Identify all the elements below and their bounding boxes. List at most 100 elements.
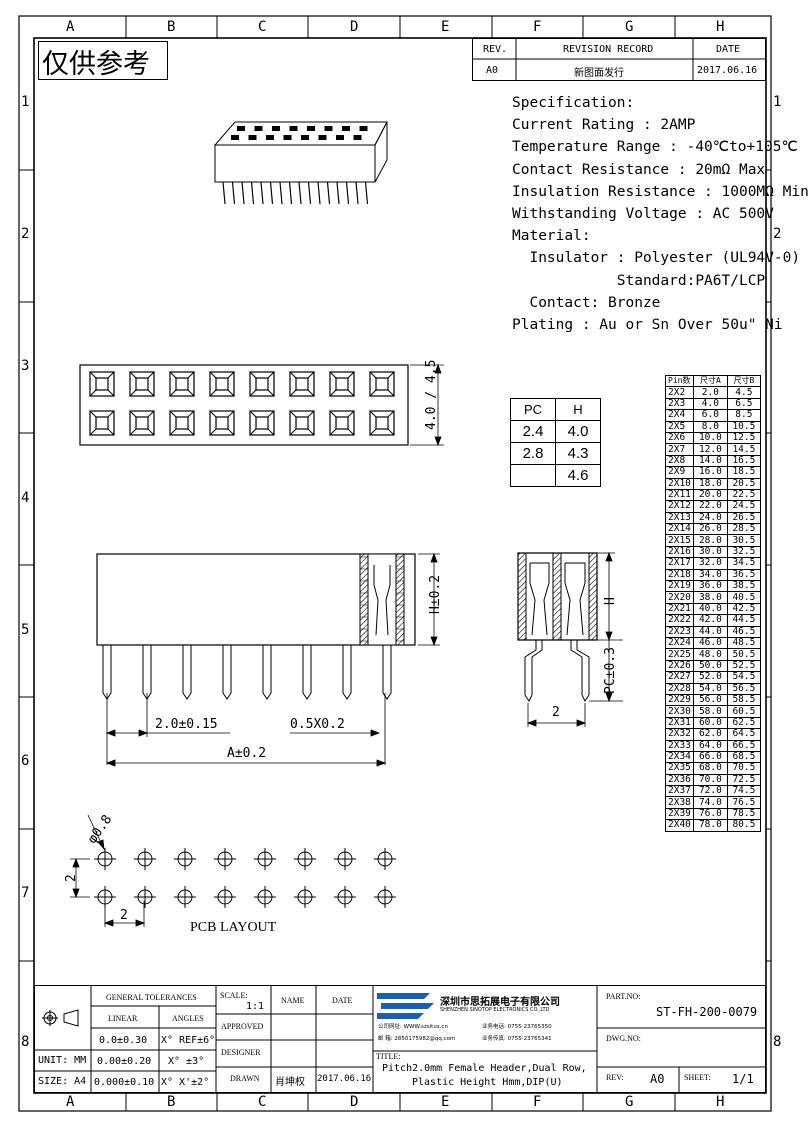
- dim-a-cell: 48.0: [692, 648, 728, 661]
- row-label: 1: [773, 94, 782, 110]
- dim-b-cell: 50.5: [726, 648, 761, 661]
- cell-chamfer-line: [387, 389, 395, 397]
- contact-cell-outer: [209, 371, 235, 397]
- dim-b-header: 尺寸B: [726, 374, 761, 388]
- spec-title: Specification:: [512, 95, 635, 111]
- dim-b-cell: 40.5: [726, 591, 761, 604]
- angle-tol-1: X° REF±6°: [161, 1035, 216, 1046]
- contact-cell-outer: [329, 410, 355, 436]
- rev-label: REV:: [606, 1073, 624, 1082]
- dim-b-cell: 8.5: [726, 409, 761, 422]
- rev-header: REV.: [483, 44, 508, 55]
- spec-material: Material:: [512, 228, 591, 245]
- dim-a-cell: 4.0: [692, 397, 728, 411]
- dim-a-cell: 70.0: [692, 773, 728, 787]
- cell-chamfer-line: [129, 389, 137, 397]
- pin-count-cell: 2X5: [665, 420, 694, 433]
- dim-b-cell: 54.5: [726, 671, 761, 684]
- iso-contact-cell: [336, 135, 344, 140]
- contact-cell-outer: [89, 410, 115, 436]
- drawn-label: DRAWN: [230, 1074, 260, 1083]
- pin-count-cell: 2X36: [665, 773, 694, 787]
- iso-pin: [307, 181, 312, 205]
- cell-chamfer-line: [249, 410, 257, 418]
- cell-chamfer-line: [227, 410, 235, 418]
- contact-cell-outer: [129, 371, 155, 397]
- col-label: H: [716, 19, 725, 35]
- pin-count-cell: 2X29: [665, 693, 694, 707]
- contact-cell-inner: [335, 416, 349, 430]
- contact-cell-outer: [289, 410, 315, 436]
- pin-count-cell: 2X16: [665, 545, 694, 559]
- cell-chamfer-line: [187, 389, 195, 397]
- spec-standard: Standard:PA6T/LCP: [512, 272, 766, 289]
- revision-date-value: 2017.06.16: [697, 65, 758, 76]
- cell-chamfer-line: [129, 410, 137, 418]
- spec-contact: Contact: Bronze: [512, 294, 661, 311]
- iso-contact-cell: [324, 126, 333, 131]
- dim-a-cell: 24.0: [692, 511, 728, 525]
- dim-a-cell: 74.0: [692, 796, 728, 809]
- date-header: DATE: [332, 996, 353, 1005]
- pin-count-cell: 2X33: [665, 739, 694, 752]
- contact-cell-outer: [169, 371, 195, 397]
- dim-a-cell: 32.0: [692, 557, 728, 570]
- pcb-hole: [254, 848, 276, 870]
- pin-count-cell: 2X22: [665, 614, 694, 627]
- cell-chamfer-line: [209, 428, 217, 436]
- iso-contact-cell: [254, 126, 263, 131]
- dim-b-cell: 66.5: [726, 739, 761, 752]
- pcb-layout-label: PCB LAYOUT: [190, 920, 277, 935]
- dim-b-cell: 78.5: [726, 807, 761, 821]
- dim-b-cell: 70.5: [726, 762, 761, 775]
- reference-stamp: [38, 41, 168, 80]
- cell-chamfer-line: [209, 410, 217, 418]
- pcb-vertical-pitch: 2: [64, 874, 79, 882]
- pin-count-cell: 2X13: [665, 511, 694, 525]
- spec-current: Current Rating : 2AMP: [512, 117, 696, 134]
- front-view: [96, 552, 440, 767]
- col-label: B: [167, 19, 176, 35]
- dim-b-cell: 20.5: [726, 477, 761, 490]
- part-number: ST-FH-200-0079: [656, 1005, 758, 1019]
- spec-temperature: Temperature Range : -40℃to+105℃: [512, 139, 798, 156]
- cell-chamfer-line: [267, 428, 275, 436]
- dim-b-cell: 18.5: [726, 466, 761, 479]
- pin-count-cell: 2X25: [665, 648, 694, 661]
- iso-pin: [336, 181, 340, 205]
- dim-b-cell: 26.5: [726, 511, 761, 525]
- dim-b-cell: 32.5: [726, 545, 761, 559]
- contact-cell-inner: [335, 377, 349, 391]
- dim-a-cell: 76.0: [692, 807, 728, 821]
- iso-contact-cell: [266, 135, 274, 140]
- dim-b-cell: 10.5: [726, 420, 761, 433]
- dim-a-cell: 60.0: [692, 716, 728, 730]
- dim-b-cell: 74.5: [726, 785, 761, 798]
- spec-contact-resistance: Contact Resistance : 20mΩ Max: [512, 161, 766, 178]
- dim-b-cell: 80.5: [726, 819, 761, 832]
- front-pin: [182, 645, 192, 700]
- pin-count-cell: 2X35: [665, 762, 694, 775]
- pin-count-cell: 2X2: [665, 386, 694, 399]
- title-line-2: Plastic Height Hmm,DIP(U): [412, 1077, 563, 1088]
- scale-label: SCALE:: [220, 991, 248, 1000]
- company-website: 公司网址: WWW.szsitus.cn: [378, 1024, 448, 1030]
- dim-a-cell: 66.0: [692, 750, 728, 764]
- pin-count-cell: 2X34: [665, 750, 694, 764]
- pin-count-cell: 2X9: [665, 466, 694, 479]
- dim-a-cell: 58.0: [692, 705, 728, 718]
- col-label: D: [350, 1094, 359, 1110]
- unit-label: UNIT: MM: [38, 1055, 87, 1066]
- col-label: C: [258, 1094, 267, 1110]
- part-no-label: PART.NO:: [606, 992, 641, 1001]
- cell-chamfer-line: [289, 410, 297, 418]
- iso-pin: [222, 181, 226, 205]
- pin-count-cell: 2X18: [665, 568, 694, 582]
